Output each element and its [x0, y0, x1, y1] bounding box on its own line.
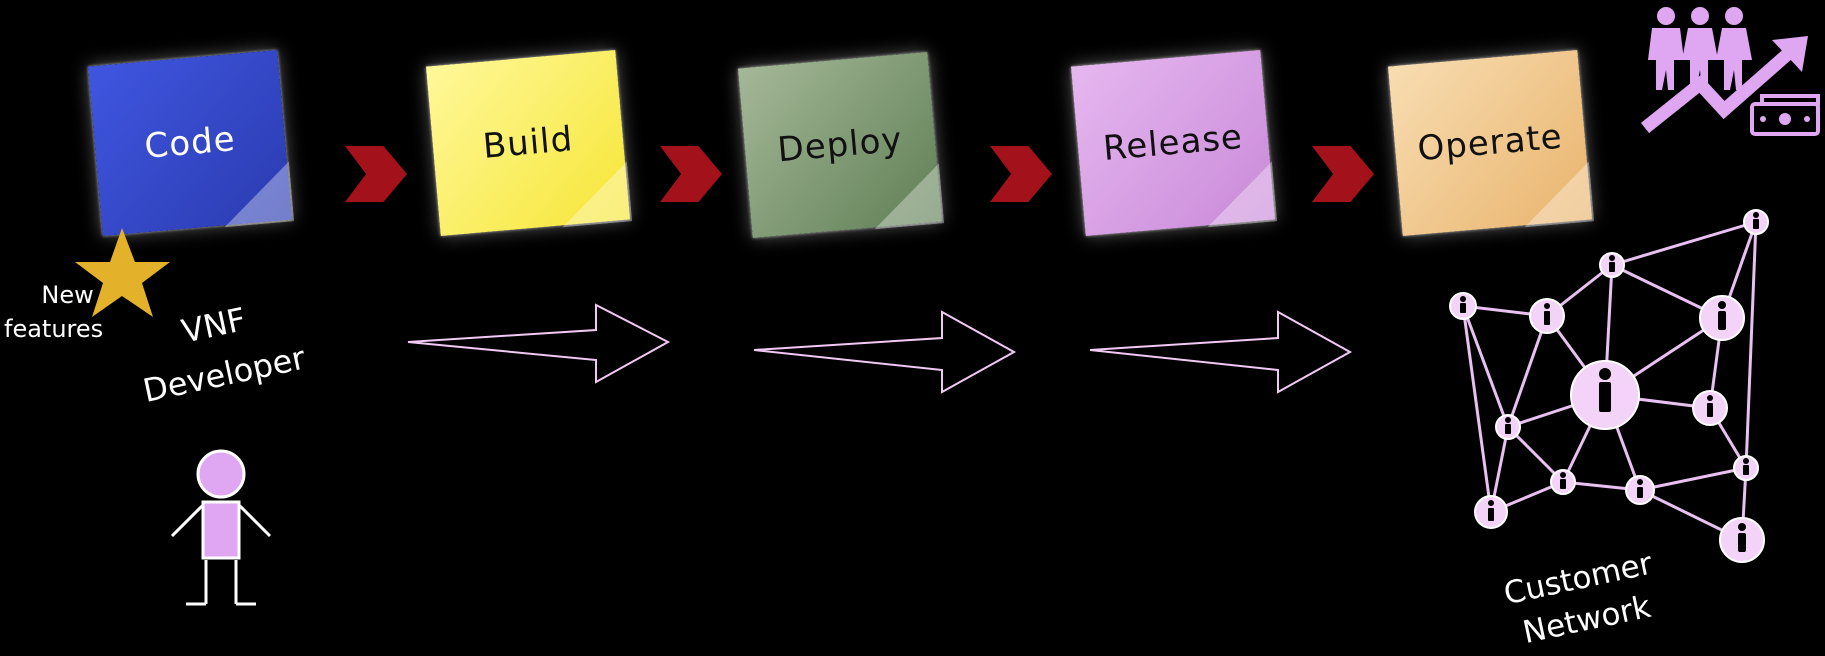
new-features-line-2: features [4, 315, 104, 343]
star-icon [75, 228, 170, 317]
new-features-line-1: New [41, 281, 94, 309]
developer-person-icon [170, 449, 272, 606]
customer-network-icon [1449, 209, 1769, 563]
outline-arrow-icon [407, 303, 671, 384]
audience-growth-icon [1640, 7, 1820, 136]
new-features-label: New features [4, 278, 103, 346]
outline-arrow-icon [753, 310, 1017, 394]
outline-arrow-icon [1089, 310, 1353, 394]
